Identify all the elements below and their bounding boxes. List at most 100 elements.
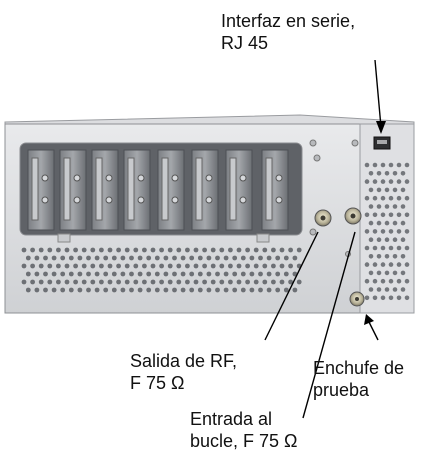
vent-hole	[124, 263, 130, 269]
vent-hole	[376, 171, 382, 176]
vent-hole	[380, 295, 386, 301]
vent-hole	[219, 279, 225, 285]
card-connector	[239, 196, 247, 204]
vent-hole	[288, 279, 293, 285]
vent-hole	[404, 229, 410, 234]
vent-hole	[193, 279, 199, 285]
vent-hole	[232, 287, 238, 293]
vent-hole	[86, 287, 91, 293]
vent-hole	[219, 263, 225, 269]
vent-hole	[81, 263, 87, 269]
vent-hole	[133, 263, 139, 269]
vent-hole	[376, 237, 382, 242]
vent-hole	[176, 279, 182, 285]
vent-hole	[279, 279, 285, 285]
vent-hole	[262, 263, 268, 269]
vent-hole	[185, 263, 190, 269]
vent-hole	[163, 271, 169, 277]
vent-hole	[180, 271, 186, 277]
vent-hole	[172, 287, 177, 293]
vent-hole	[388, 295, 394, 301]
vent-hole	[380, 212, 386, 218]
vent-hole	[30, 279, 35, 285]
vent-hole	[368, 220, 374, 226]
vent-hole	[133, 247, 139, 253]
vent-hole	[154, 271, 160, 277]
vent-hole	[404, 295, 410, 301]
vent-hole	[94, 287, 100, 293]
vent-hole	[384, 253, 390, 259]
serial-interface-arrowhead	[376, 121, 386, 134]
vent-hole	[21, 263, 27, 269]
vent-hole	[380, 162, 386, 168]
vent-hole	[159, 247, 165, 253]
card-connector	[205, 174, 213, 182]
card-connector	[137, 174, 145, 182]
vent-hole	[107, 279, 113, 285]
vent-hole	[137, 271, 143, 277]
vent-hole	[392, 270, 398, 276]
vent-hole	[133, 279, 139, 285]
vent-hole	[129, 287, 134, 293]
vent-hole	[154, 287, 160, 293]
vent-hole	[25, 255, 31, 261]
vent-hole	[38, 263, 44, 269]
vent-hole	[266, 287, 272, 293]
vent-hole	[288, 247, 293, 253]
vent-hole	[372, 262, 378, 267]
vent-hole	[47, 263, 53, 269]
vent-hole	[400, 187, 406, 193]
loop-input-connector-core	[350, 213, 356, 219]
loop-input-leader	[302, 231, 356, 419]
vent-hole	[90, 263, 96, 269]
vent-hole	[34, 271, 40, 277]
test-socket-leader	[368, 321, 379, 341]
card-connector	[171, 196, 179, 204]
vent-hole	[90, 247, 96, 253]
card-connector	[275, 174, 283, 182]
vent-hole	[368, 287, 374, 292]
vent-hole	[103, 287, 109, 293]
vent-hole	[167, 263, 173, 269]
card-connector	[275, 196, 283, 204]
vent-hole	[202, 247, 208, 253]
vent-hole	[137, 287, 143, 293]
vent-hole	[380, 278, 386, 284]
card-rail	[195, 157, 203, 221]
vent-hole	[245, 247, 251, 253]
vent-hole	[142, 279, 147, 285]
vent-hole	[388, 278, 394, 284]
rf-output-connector-core	[320, 215, 326, 221]
rj45-port-contacts	[377, 140, 387, 144]
vent-hole	[364, 245, 370, 251]
serial-interface-label: Interfaz en serie, RJ 45	[221, 11, 356, 53]
vent-hole	[400, 237, 406, 242]
vent-hole	[215, 287, 220, 293]
vent-hole	[68, 255, 74, 261]
vent-hole	[404, 179, 410, 184]
vent-hole	[396, 278, 402, 284]
vent-hole	[388, 179, 394, 184]
vent-hole	[60, 271, 66, 277]
vent-hole	[77, 271, 83, 277]
vent-hole	[275, 287, 281, 293]
vent-hole	[372, 229, 378, 234]
vent-hole	[368, 187, 374, 193]
vent-hole	[388, 195, 394, 201]
vent-hole	[368, 253, 374, 259]
vent-hole	[210, 263, 216, 269]
vent-hole	[364, 179, 370, 184]
vent-hole	[43, 271, 48, 277]
vent-hole	[107, 263, 113, 269]
card-connector	[41, 174, 49, 182]
vent-hole	[228, 247, 233, 253]
vent-hole	[56, 279, 61, 285]
vent-hole	[176, 247, 182, 253]
card-connector	[239, 174, 247, 182]
vent-hole	[81, 279, 87, 285]
vent-hole	[99, 263, 104, 269]
vent-hole	[404, 278, 410, 284]
vent-hole	[392, 187, 398, 193]
vent-hole	[376, 287, 382, 292]
